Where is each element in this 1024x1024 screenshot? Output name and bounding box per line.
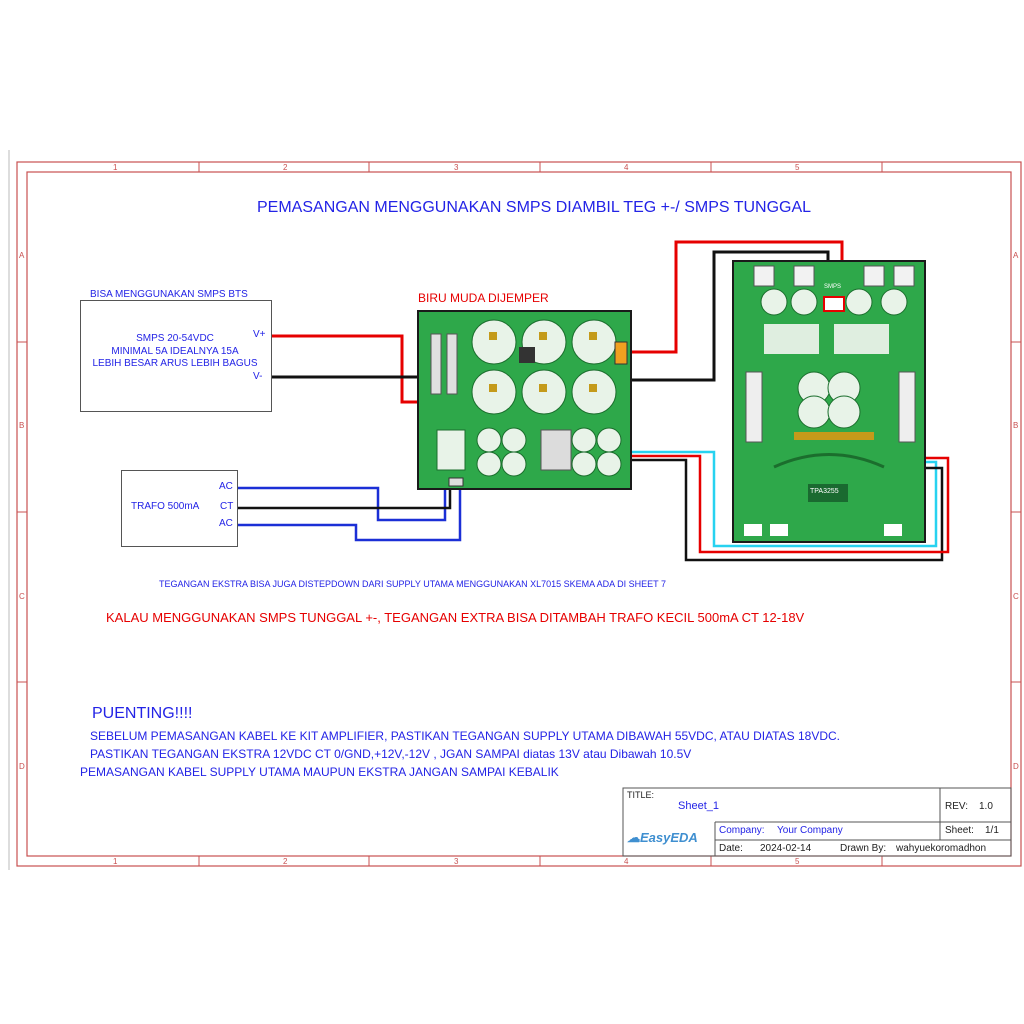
col-label-4: 4: [624, 163, 629, 172]
wire-vplus: [270, 334, 432, 404]
smps-header: BISA MENGGUNAKAN SMPS BTS: [90, 289, 248, 300]
col-label-1-bottom: 1: [113, 857, 118, 866]
tb-title-value: Sheet_1: [678, 800, 719, 812]
tb-drawn-value: wahyuekoromadhon: [896, 843, 987, 854]
trafo-ac-top: AC: [219, 481, 233, 492]
tb-sheet-value: 1/1: [985, 825, 999, 836]
psu-board-graphic: [430, 319, 628, 487]
important-line2: PASTIKAN TEGANGAN EKSTRA 12VDC CT 0/GND,…: [90, 747, 692, 761]
trafo-label: TRAFO 500mA: [131, 501, 200, 512]
tb-sheet-label: Sheet:: [945, 825, 974, 836]
important-line1: SEBELUM PEMASANGAN KABEL KE KIT AMPLIFIE…: [90, 729, 840, 743]
tb-company-value: Your Company: [777, 825, 843, 836]
row-label-b: B: [19, 421, 25, 430]
wire-extra-black: [628, 458, 944, 562]
col-label-2-bottom: 2: [283, 857, 288, 866]
tb-rev-value: 1.0: [979, 801, 993, 812]
smps-line2: MINIMAL 5A IDEALNYA 15A: [111, 346, 239, 357]
col-label-4-bottom: 4: [624, 857, 629, 866]
tb-date-value: 2024-02-14: [760, 843, 812, 854]
row-label-d-right: D: [1013, 762, 1019, 771]
trafo-ct: CT: [220, 501, 234, 512]
col-label-3-bottom: 3: [454, 857, 459, 866]
tb-date-label: Date:: [719, 843, 743, 854]
amp-board: TPA3255 SMPS: [732, 260, 926, 543]
easyeda-logo: ☁EasyEDA: [627, 831, 698, 844]
tb-company-label: Company:: [719, 825, 765, 836]
row-label-c-right: C: [1013, 592, 1019, 601]
cloud-icon: ☁: [627, 830, 640, 845]
wire-ac-bottom: [236, 478, 462, 542]
row-label-b-right: B: [1013, 421, 1019, 430]
smps-line1: SMPS 20-54VDC: [136, 333, 214, 344]
zone-ticks: [17, 162, 1021, 866]
wire-extra-red: [628, 454, 950, 554]
wire-ac-top: [236, 478, 447, 522]
row-label-d: D: [19, 762, 25, 771]
main-title: PEMASANGAN MENGGUNAKAN SMPS DIAMBIL TEG …: [257, 199, 812, 216]
smps-line3: LEBIH BESAR ARUS LEBIH BAGUS: [92, 358, 258, 369]
col-label-3: 3: [454, 163, 459, 172]
easyeda-logo-text: EasyEDA: [640, 830, 698, 845]
important-line3: PEMASANGAN KABEL SUPPLY UTAMA MAUPUN EKS…: [80, 765, 559, 779]
wire-extra-cyan: [628, 450, 938, 548]
row-label-c: C: [19, 592, 25, 601]
col-label-1: 1: [113, 163, 118, 172]
amp-board-graphic: [744, 265, 916, 536]
trafo-ac-bottom: AC: [219, 518, 233, 529]
row-label-a-right: A: [1013, 251, 1019, 260]
inner-frame: [26, 171, 1012, 857]
tb-title-label: TITLE:: [627, 790, 655, 800]
col-label-5: 5: [795, 163, 800, 172]
note-stepdown: TEGANGAN EKSTRA BISA JUGA DISTEPDOWN DAR…: [159, 579, 666, 589]
smps-vminus: V-: [253, 371, 263, 382]
note-single-smps: KALAU MENGGUNAKAN SMPS TUNGGAL +-, TEGAN…: [106, 610, 805, 625]
amp-chip-label: TPA3255: [810, 488, 839, 495]
tb-drawn-label: Drawn By:: [840, 843, 887, 854]
col-label-5-bottom: 5: [795, 857, 800, 866]
outer-frame: [16, 161, 1022, 867]
psu-board-label: BIRU MUDA DIJEMPER: [418, 291, 549, 305]
amp-smps-label: SMPS: [824, 284, 842, 290]
smps-vplus: V+: [253, 329, 266, 340]
trafo-box: [121, 470, 238, 547]
col-label-2: 2: [283, 163, 288, 172]
smps-box: [80, 300, 272, 412]
tb-rev-label: REV:: [945, 801, 968, 812]
important-title: PUENTING!!!!: [92, 705, 193, 722]
row-label-a: A: [19, 251, 25, 260]
title-block-frame: [622, 787, 1012, 857]
psu-board: [417, 310, 632, 490]
